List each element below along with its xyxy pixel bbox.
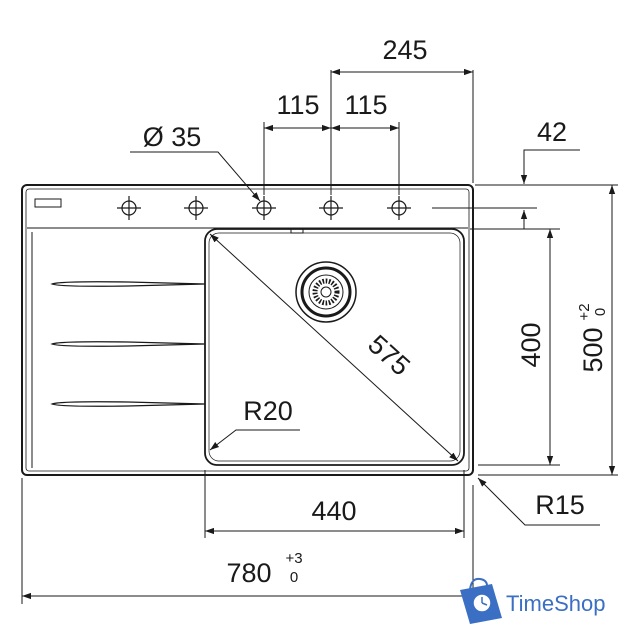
dim-hole-diameter: Ø 35 — [143, 122, 202, 152]
sink-outline — [21, 184, 474, 476]
label-plate — [34, 198, 62, 208]
dim-overall-width-value: 780 — [226, 558, 271, 588]
tap-holes — [117, 196, 411, 220]
drainer-grooves — [50, 281, 206, 407]
dim-bowl-depth: 400 — [516, 322, 546, 367]
dim-overall-width: 780 +3 0 — [226, 550, 302, 588]
dim-bowl-width: 440 — [311, 496, 356, 526]
dim-hole-spacing-right: 115 — [344, 90, 387, 120]
shopping-bag-clock-icon — [460, 577, 502, 624]
dim-overall-depth: 500 +2 0 — [576, 303, 609, 372]
dimension-lines — [21, 68, 618, 604]
timeshop-logo: TimeShop — [460, 577, 605, 624]
tap-hole-icon — [117, 196, 141, 220]
dim-overall-depth-value: 500 — [578, 327, 608, 372]
dim-overall-depth-tol-lower: 0 — [592, 308, 609, 316]
drain-strainer — [295, 261, 357, 323]
dim-corner-radius: R15 — [535, 490, 585, 520]
dim-overall-width-tol-upper: +3 — [285, 550, 302, 567]
dim-overall-width-tol-lower: 0 — [290, 569, 298, 586]
dim-rim-offset: 42 — [537, 117, 567, 147]
tap-hole-icon — [319, 196, 343, 220]
dim-bowl-radius: R20 — [243, 396, 293, 426]
tap-hole-icon — [184, 196, 208, 220]
bowl — [204, 228, 465, 466]
dim-top-span: 245 — [382, 35, 427, 65]
dim-hole-spacing-left: 115 — [276, 90, 319, 120]
dim-bowl-diagonal: 575 — [362, 329, 416, 381]
tap-hole-icon — [387, 196, 411, 220]
tap-hole-icon — [252, 196, 276, 220]
brand-name: TimeShop — [506, 591, 605, 616]
dim-overall-depth-tol-upper: +2 — [576, 303, 593, 320]
